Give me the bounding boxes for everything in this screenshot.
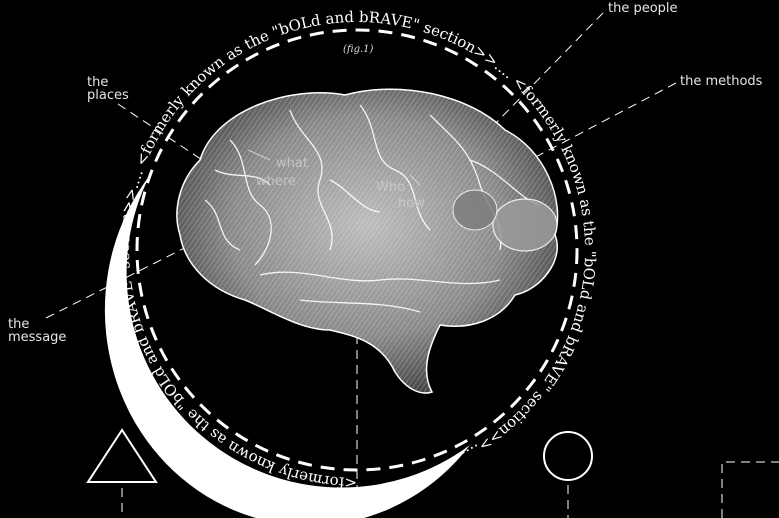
brain-word-how: how [398, 196, 425, 211]
brain-word-what: what [276, 156, 308, 171]
brain-word-where: where [256, 174, 296, 189]
circle-icon [544, 432, 592, 480]
callout-message: the message [8, 318, 66, 344]
callout-people: the people [608, 2, 678, 15]
figure-caption: (fig.1) [343, 44, 373, 55]
brain-illustration [177, 89, 558, 393]
brain-word-who: Who [376, 180, 405, 195]
callout-methods: the methods [680, 75, 762, 88]
callout-places: the places [87, 76, 129, 102]
